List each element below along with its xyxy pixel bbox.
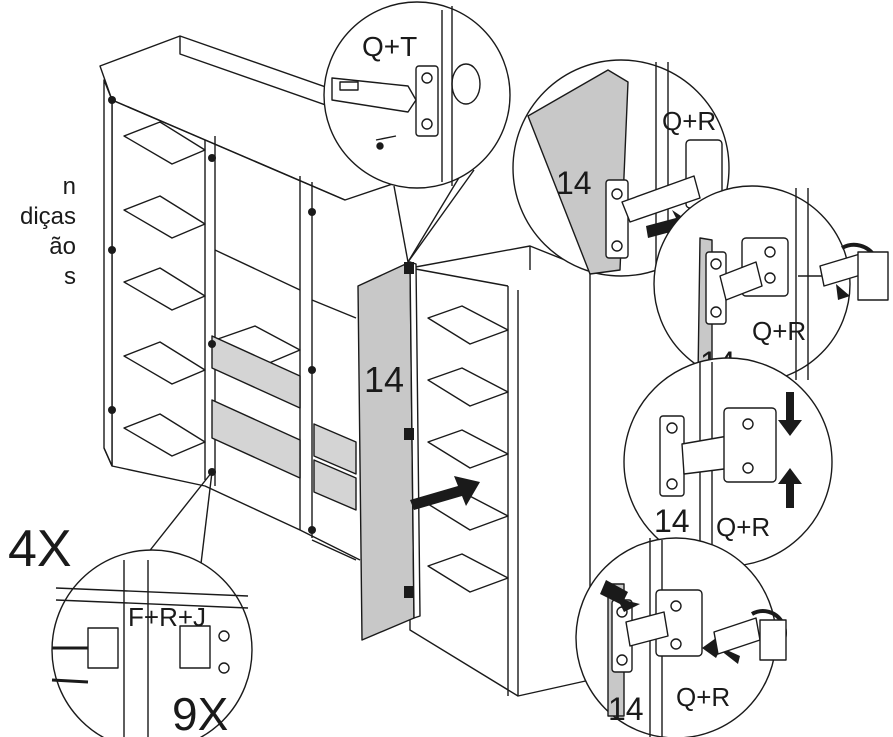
callout-detail-3: 14 Q+R <box>623 357 833 567</box>
drawers <box>211 335 357 511</box>
left-shelves <box>123 121 206 457</box>
callout-top-label: Q+T <box>362 31 417 62</box>
detail-4-part-number: 14 <box>608 691 644 727</box>
insert-arrow <box>410 476 480 510</box>
instruction-line-2: diças <box>19 203 76 230</box>
callout-detail-2-label: Q+R <box>752 316 806 346</box>
door-part-number: 14 <box>364 359 404 400</box>
callout-detail-1-label: Q+R <box>662 106 716 136</box>
drawer-2 <box>211 399 301 479</box>
callout-top-hinge: Q+T <box>323 1 511 263</box>
instruction-text: n diças ão s <box>0 172 76 292</box>
detail-3-part-number: 14 <box>654 503 690 539</box>
callout-detail-3-label: Q+R <box>716 512 770 542</box>
hinge-quantity: 9X <box>172 688 228 737</box>
callout-bottom-left: F+R+J 9X <box>51 471 253 737</box>
drawer-4 <box>313 459 357 511</box>
drawer-1 <box>211 335 301 409</box>
instruction-line-1: n <box>62 173 76 200</box>
door-hinges <box>404 262 414 598</box>
door-quantity: 4X <box>8 520 72 578</box>
callout-detail-4: 14 Q+R <box>575 537 787 737</box>
instruction-line-4: s <box>64 263 76 290</box>
detail-1-part-number: 14 <box>556 165 592 201</box>
instruction-line-3: ão <box>49 233 76 260</box>
drawer-3 <box>313 423 357 475</box>
callout-detail-2: Q+R 14 <box>653 185 889 383</box>
callout-detail-4-label: Q+R <box>676 682 730 712</box>
cabinet-right-section <box>409 245 591 697</box>
callout-bottom-label: F+R+J <box>128 602 206 632</box>
right-shelves <box>427 305 509 593</box>
door-panel: 14 <box>357 261 421 641</box>
